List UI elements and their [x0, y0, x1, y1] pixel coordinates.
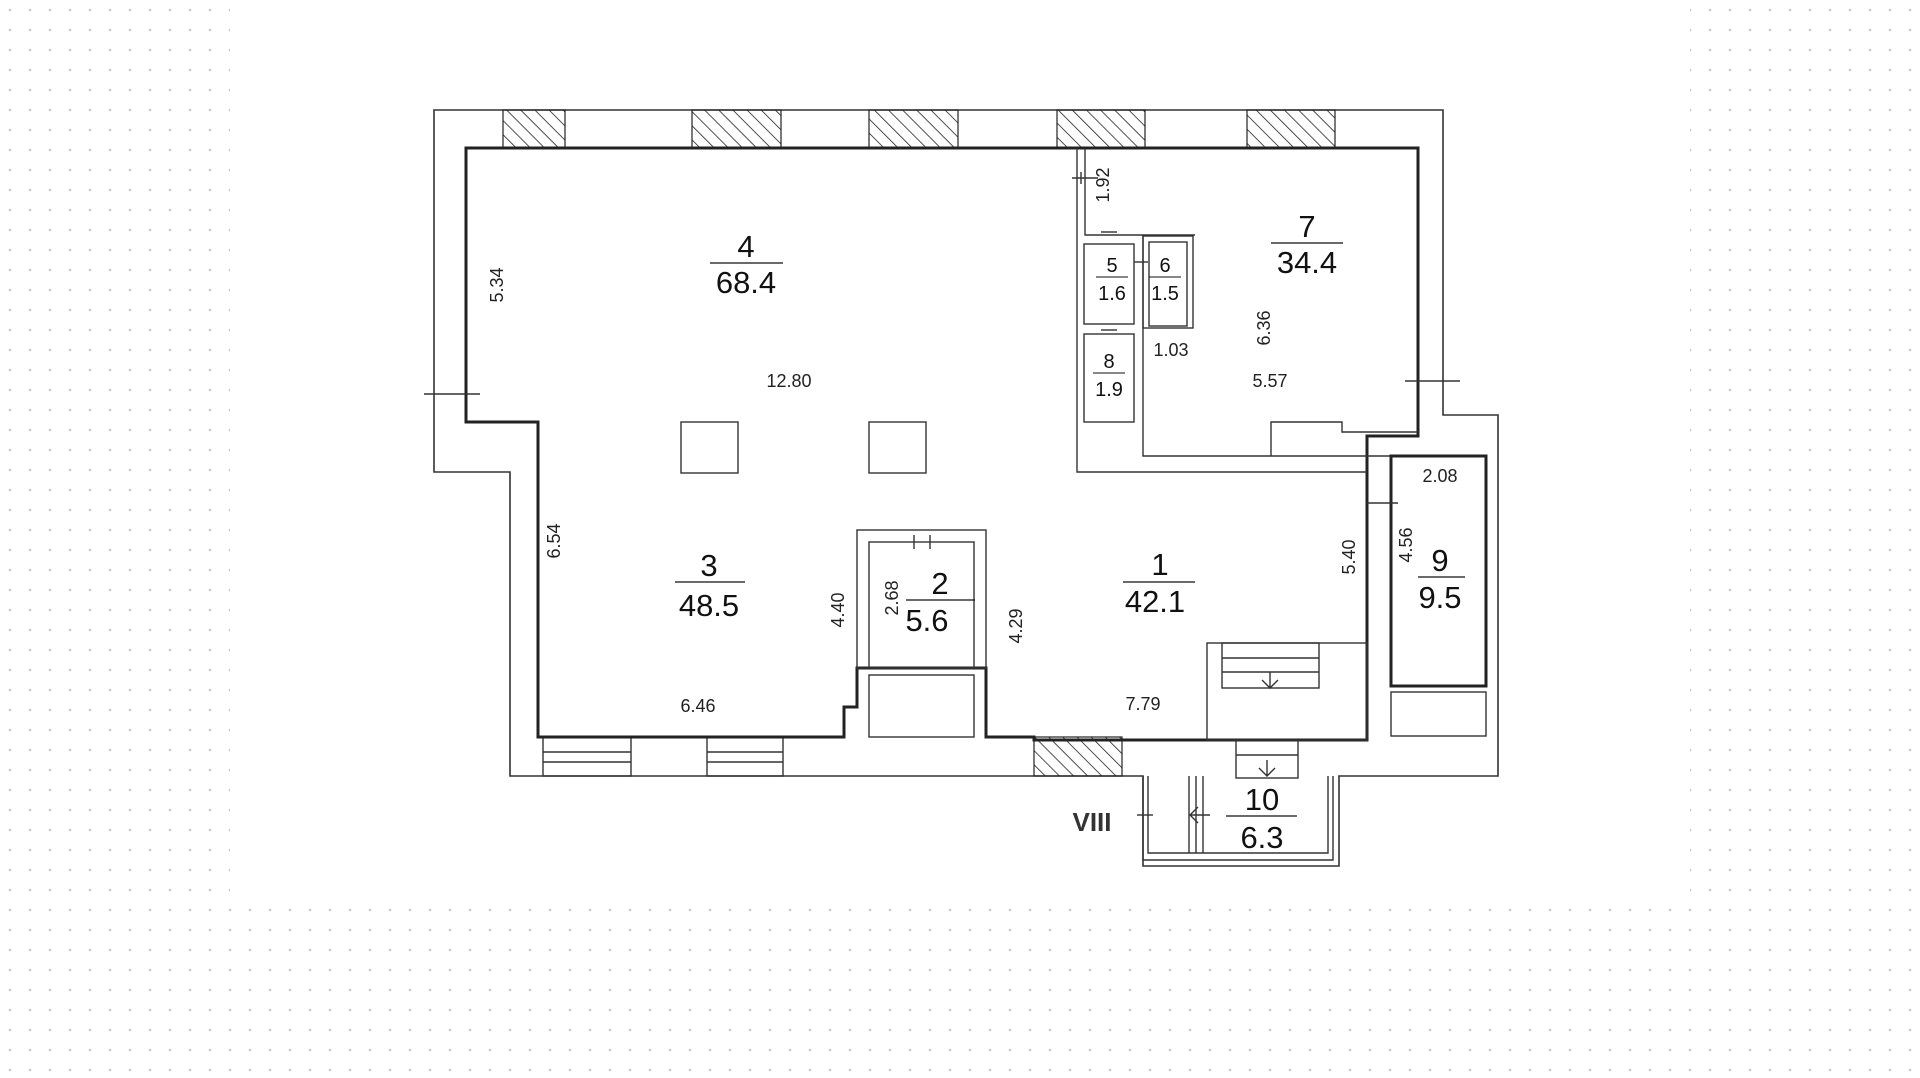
inner-wall-outline	[464, 146, 1420, 742]
column	[680, 421, 739, 474]
room-2-walls	[856, 529, 987, 738]
room-1-area: 42.1	[1125, 584, 1185, 619]
section-mark-label: VIII	[1072, 807, 1111, 837]
window-hatch	[868, 109, 959, 149]
dimension-label: 4.56	[1396, 527, 1416, 562]
dot-grid-right	[1690, 0, 1920, 1078]
dimension-label: 6.36	[1254, 310, 1274, 345]
room-1-number: 1	[1151, 547, 1168, 582]
dimension-label: 5.57	[1252, 371, 1287, 391]
window-hatch	[1056, 109, 1146, 149]
partitions	[680, 148, 1488, 861]
room-4-number: 4	[737, 229, 754, 264]
dimension-label: 2.08	[1422, 466, 1457, 486]
room-8-number: 8	[1103, 351, 1114, 373]
dimension-label: 6.54	[544, 523, 564, 558]
arrows	[1189, 672, 1279, 824]
dot-grid-bottom	[230, 900, 1690, 1078]
dimension-label: 4.40	[828, 592, 848, 627]
room-6-number: 6	[1159, 255, 1170, 277]
window-hatch	[1033, 736, 1123, 777]
top-windows	[502, 109, 1336, 777]
ticks	[424, 172, 1460, 816]
room-6-area: 1.5	[1151, 283, 1179, 305]
window-hatch	[691, 109, 782, 149]
room-labels: 4 68.4 7 34.4 5 1.6 6 1.5 8 1.9 3 48.5 2…	[675, 209, 1465, 855]
room-9-area: 9.5	[1418, 580, 1461, 615]
dimension-label: 4.29	[1006, 608, 1026, 643]
dimension-label: 1.92	[1093, 167, 1113, 202]
room-4-area: 68.4	[716, 265, 776, 300]
room-5-number: 5	[1106, 255, 1117, 277]
room-8-area: 1.9	[1095, 379, 1123, 401]
dimension-label: 12.80	[766, 371, 811, 391]
dimension-label: 1.03	[1153, 340, 1188, 360]
room-9-number: 9	[1431, 543, 1448, 578]
dimension-label: 7.79	[1125, 694, 1160, 714]
room-2-number: 2	[931, 566, 948, 601]
dot-grid-left	[0, 0, 230, 1078]
window-hatch	[502, 109, 566, 149]
dimension-label: 5.40	[1339, 539, 1359, 574]
room-5-area: 1.6	[1098, 283, 1126, 305]
room-3-area: 48.5	[679, 588, 739, 623]
room-10-area: 6.3	[1240, 820, 1283, 855]
room-3-number: 3	[700, 548, 717, 583]
dimension-labels: 5.34 12.80 6.54 6.46 4.40 2.68 4.29 7.79…	[487, 167, 1458, 716]
room-7-number: 7	[1298, 209, 1315, 244]
column	[868, 421, 927, 474]
building-outer-outline	[433, 109, 1499, 867]
window-hatch	[1246, 109, 1336, 149]
dimension-label: 2.68	[882, 580, 902, 615]
room-2-area: 5.6	[905, 603, 948, 638]
window-frame	[706, 736, 784, 777]
bottom-windows	[542, 736, 784, 777]
dimension-label: 6.46	[680, 696, 715, 716]
dimension-label: 5.34	[487, 267, 507, 302]
room-10-number: 10	[1245, 782, 1279, 817]
room-7-area: 34.4	[1277, 245, 1337, 280]
window-frame	[542, 736, 632, 777]
